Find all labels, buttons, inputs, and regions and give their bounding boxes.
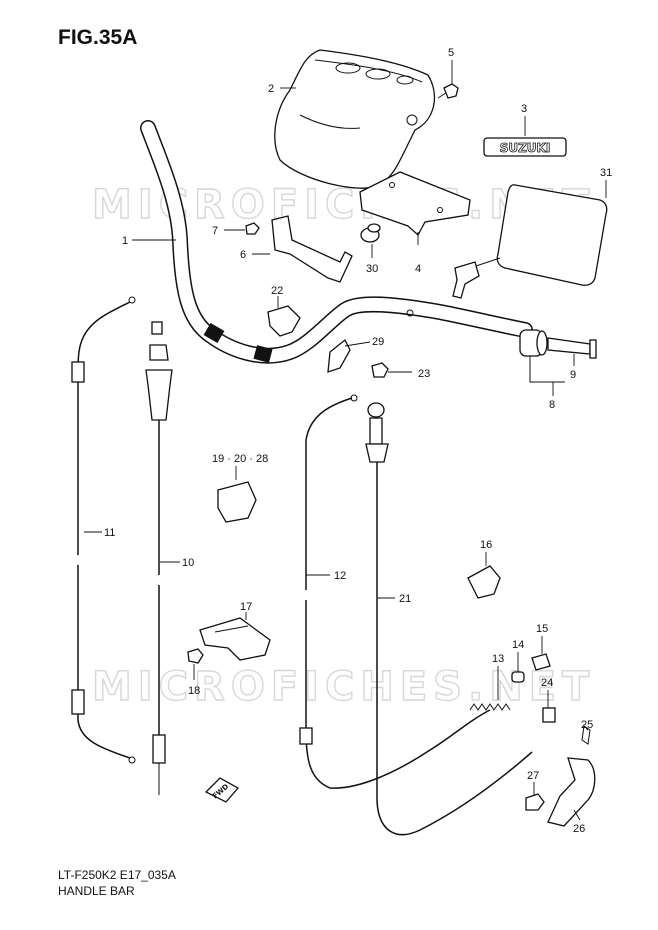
figure-title: FIG.35A <box>58 26 138 49</box>
lower-bracket-part <box>271 215 353 283</box>
cap-14-part <box>511 671 525 683</box>
callout-15: 15 <box>536 623 548 635</box>
callout-5: 5 <box>448 47 454 59</box>
bolt-23-part <box>371 362 389 378</box>
cable-12-part <box>299 394 491 789</box>
watermark-bottom: MICROFICHES.NET <box>92 664 595 710</box>
callout-19-20-28: 19 · 20 · 28 <box>212 453 268 465</box>
mirror-part <box>452 184 608 299</box>
callout-31: 31 <box>600 167 612 179</box>
figure-name: HANDLE BAR <box>58 884 135 898</box>
leader-lines <box>84 60 607 821</box>
callout-11: 11 <box>104 527 115 539</box>
callout-4: 4 <box>415 263 421 275</box>
clamp-22-part <box>267 305 301 337</box>
callout-23: 23 <box>418 368 430 380</box>
choke-cable-part <box>365 402 533 836</box>
callout-27: 27 <box>527 770 539 782</box>
callout-29: 29 <box>372 336 384 348</box>
callout-12: 12 <box>334 570 346 582</box>
handlebar-part <box>140 120 533 364</box>
bolt-24-part <box>542 707 556 723</box>
callout-22: 22 <box>271 285 283 297</box>
screw-18-part <box>187 648 204 664</box>
callout-7: 7 <box>212 225 218 237</box>
pin-25-part <box>581 725 591 745</box>
figure-code: LT-F250K2 E17_035A <box>58 868 176 882</box>
forward-arrow-icon: FWD <box>204 777 240 803</box>
grommet-30-part <box>360 223 381 243</box>
bolt-27-part <box>525 793 545 811</box>
callout-25: 25 <box>581 719 593 731</box>
cable-10-part <box>145 321 173 795</box>
callout-13: 13 <box>492 653 504 665</box>
callout-14: 14 <box>512 639 524 651</box>
screw-5-part <box>437 83 459 99</box>
holder-29-part <box>327 338 351 373</box>
suzuki-badge-part: SUZUKI <box>483 137 567 157</box>
suzuki-badge-text: SUZUKI <box>500 141 551 155</box>
lever-26-part <box>547 757 596 827</box>
callout-18: 18 <box>188 685 200 697</box>
callout-labels: 1 2 3 4 5 6 7 8 9 10 11 12 13 14 15 16 1… <box>104 47 612 835</box>
callout-2: 2 <box>268 83 274 95</box>
callout-6: 6 <box>240 249 246 261</box>
cover-bracket-part <box>359 171 471 237</box>
callout-9: 9 <box>570 369 576 381</box>
callout-10: 10 <box>182 557 194 569</box>
screw-7-part <box>245 222 260 235</box>
clip-16-part <box>467 565 501 599</box>
switch-19-part <box>217 481 257 523</box>
callout-8: 8 <box>549 399 555 411</box>
callout-26: 26 <box>573 823 585 835</box>
callout-30: 30 <box>366 263 378 275</box>
callout-21: 21 <box>399 593 411 605</box>
callout-1: 1 <box>122 235 128 247</box>
callout-3: 3 <box>521 103 527 115</box>
callout-17: 17 <box>240 601 252 613</box>
bracket-17-part <box>199 617 271 661</box>
throttle-cable-part <box>71 296 136 764</box>
bar-end-part <box>519 329 597 383</box>
callout-24: 24 <box>541 677 553 689</box>
spring-13-part <box>469 703 511 711</box>
nut-15-part <box>531 653 551 671</box>
handlebar-cover-part <box>274 49 436 189</box>
callout-16: 16 <box>480 539 492 551</box>
